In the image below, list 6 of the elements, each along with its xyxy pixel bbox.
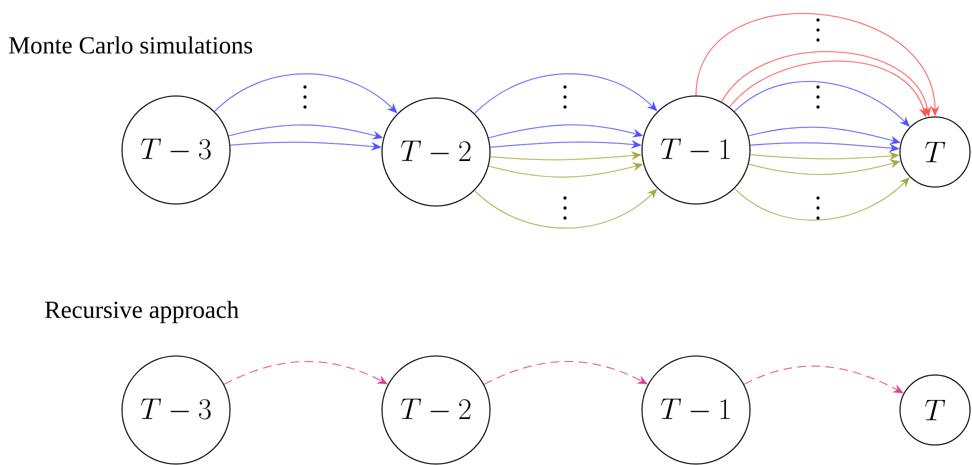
arrow — [214, 73, 398, 114]
arrow — [474, 188, 658, 229]
section-heading: Monte Carlo simulations — [9, 36, 252, 54]
arrow — [474, 73, 658, 114]
section-heading: Recursive approach — [45, 300, 239, 324]
arrow — [734, 177, 910, 220]
